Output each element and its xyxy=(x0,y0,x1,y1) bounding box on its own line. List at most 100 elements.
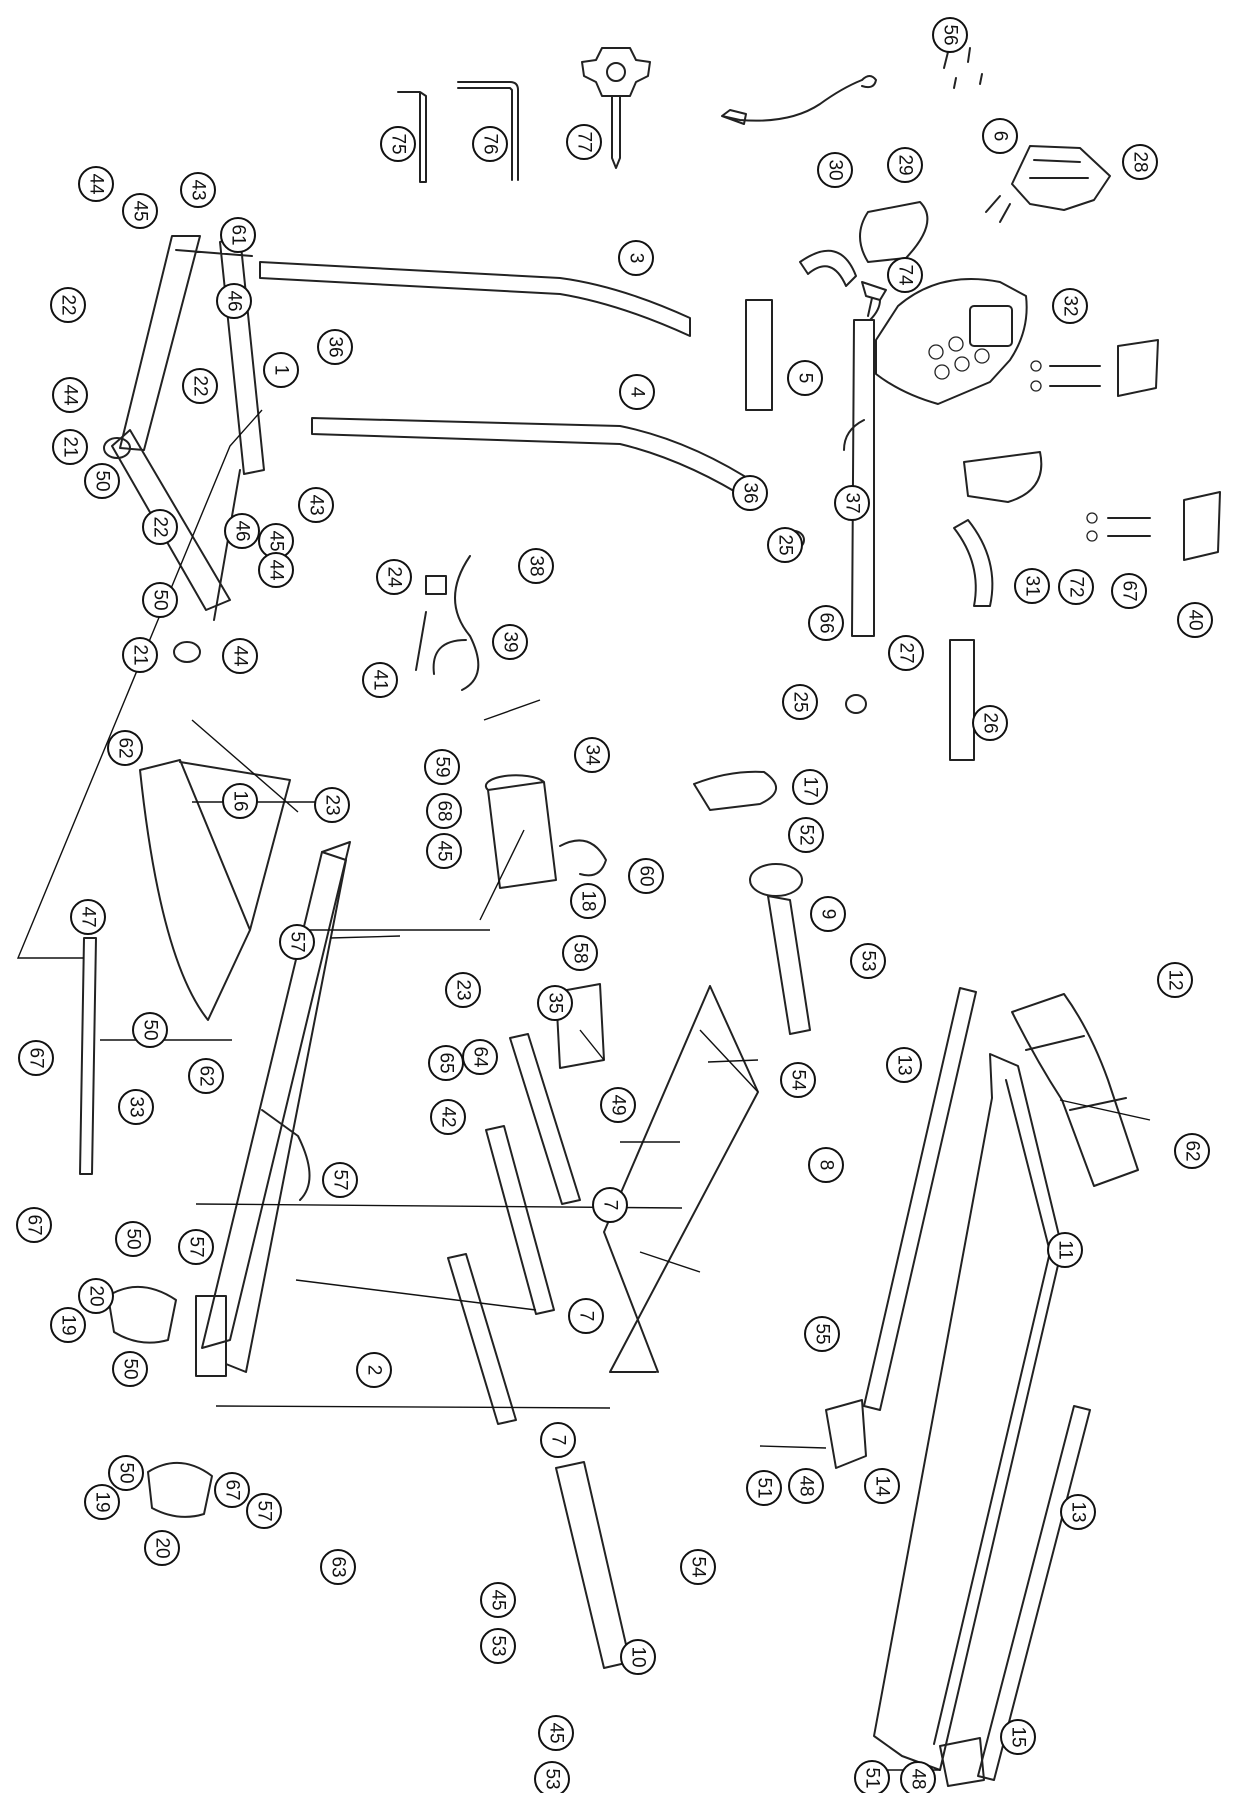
callout-22: 22 xyxy=(50,287,86,323)
callout-25: 25 xyxy=(767,527,803,563)
callout-number: 7 xyxy=(576,1311,597,1322)
callout-number: 18 xyxy=(578,890,599,911)
callout-37: 37 xyxy=(834,485,870,521)
part-77-spanner xyxy=(581,47,651,169)
callout-circle xyxy=(600,1087,636,1123)
part-56-screws xyxy=(943,47,983,89)
callout-42: 42 xyxy=(430,1099,466,1135)
callout-52: 52 xyxy=(788,817,824,853)
callout-number: 1 xyxy=(271,365,292,376)
callout-22: 22 xyxy=(182,368,218,404)
callout-number: 45 xyxy=(266,530,287,551)
callout-number: 36 xyxy=(325,336,346,357)
callout-2: 2 xyxy=(356,1352,392,1388)
callout-43: 43 xyxy=(180,172,216,208)
callout-51: 51 xyxy=(854,1760,890,1793)
callout-34: 34 xyxy=(574,737,610,773)
callout-circle xyxy=(972,705,1008,741)
callout-49: 49 xyxy=(600,1087,636,1123)
part-25-plug-lower xyxy=(845,694,867,714)
callout-number: 58 xyxy=(570,942,591,963)
callout-circle xyxy=(50,287,86,323)
callout-43: 43 xyxy=(298,487,334,523)
callout-circle xyxy=(619,374,655,410)
part-32-console xyxy=(875,278,1028,405)
callout-circle xyxy=(568,1298,604,1334)
callout-number: 57 xyxy=(254,1500,275,1521)
callout-circle xyxy=(1052,288,1088,324)
callout-19: 19 xyxy=(50,1307,86,1343)
callout-number: 77 xyxy=(574,131,595,152)
part-33-incline-strut xyxy=(79,937,97,1175)
callout-4: 4 xyxy=(619,374,655,410)
callout-number: 43 xyxy=(188,179,209,200)
callout-number: 4 xyxy=(627,387,648,398)
callout-53: 53 xyxy=(480,1628,516,1664)
callout-number: 47 xyxy=(78,906,99,927)
callout-13: 13 xyxy=(886,1047,922,1083)
part-18-motor xyxy=(484,774,557,889)
callout-circle xyxy=(810,896,846,932)
callout-number: 72 xyxy=(1066,576,1087,597)
callout-67: 67 xyxy=(16,1207,52,1243)
callout-32: 32 xyxy=(1052,288,1088,324)
callout-number: 75 xyxy=(388,133,409,154)
callout-circle xyxy=(220,217,256,253)
callout-number: 45 xyxy=(434,840,455,861)
callout-circle xyxy=(480,1628,516,1664)
callout-circle xyxy=(428,1045,464,1081)
callout-number: 50 xyxy=(116,1462,137,1483)
callout-circle xyxy=(224,513,260,549)
part-75-hex-key xyxy=(397,91,427,183)
callout-68: 68 xyxy=(426,793,462,829)
part-21-foot-upper xyxy=(103,437,131,459)
callout-circle xyxy=(445,972,481,1008)
callout-circle xyxy=(618,240,654,276)
callout-circle xyxy=(472,126,508,162)
callout-circle xyxy=(216,283,252,319)
callout-number: 13 xyxy=(1068,1501,1089,1522)
callout-45: 45 xyxy=(122,193,158,229)
callout-circle xyxy=(263,352,299,388)
callout-circle xyxy=(680,1549,716,1585)
callout-circle xyxy=(298,487,334,523)
callout-number: 50 xyxy=(92,470,113,491)
callout-circle xyxy=(426,833,462,869)
callout-circle xyxy=(592,1187,628,1223)
callout-number: 46 xyxy=(232,520,253,541)
callout-number: 62 xyxy=(115,737,136,758)
callout-number: 51 xyxy=(754,1477,775,1498)
callout-number: 6 xyxy=(990,131,1011,142)
callout-circle xyxy=(570,883,606,919)
callout-number: 54 xyxy=(788,1069,809,1091)
part-console-bolts xyxy=(1049,365,1101,387)
callout-number: 67 xyxy=(1119,580,1140,601)
callout-number: 26 xyxy=(980,712,1001,733)
callout-number: 11 xyxy=(1055,1240,1076,1260)
callout-number: 56 xyxy=(940,24,961,45)
callout-7: 7 xyxy=(540,1422,576,1458)
callout-18: 18 xyxy=(570,883,606,919)
part-19-foot-upper xyxy=(107,1285,177,1344)
callout-circle xyxy=(537,985,573,1021)
callout-circle xyxy=(1014,568,1050,604)
callout-number: 48 xyxy=(908,1768,929,1789)
callout-75: 75 xyxy=(380,126,416,162)
callout-number: 12 xyxy=(1165,969,1186,990)
part-cup-lower xyxy=(963,451,1043,503)
callout-number: 20 xyxy=(152,1537,173,1558)
callout-circle xyxy=(246,1493,282,1529)
callout-50: 50 xyxy=(84,463,120,499)
callout-number: 54 xyxy=(688,1556,709,1578)
part-28-console-bracket xyxy=(1011,145,1111,211)
callout-circle xyxy=(18,1040,54,1076)
callout-63: 63 xyxy=(320,1549,356,1585)
callout-number: 27 xyxy=(896,642,917,663)
callout-44: 44 xyxy=(258,552,294,588)
callout-number: 36 xyxy=(740,482,761,503)
callout-62: 62 xyxy=(1174,1133,1210,1169)
callout-number: 17 xyxy=(800,776,821,797)
callout-number: 23 xyxy=(322,794,343,815)
part-29-cup xyxy=(859,201,929,263)
